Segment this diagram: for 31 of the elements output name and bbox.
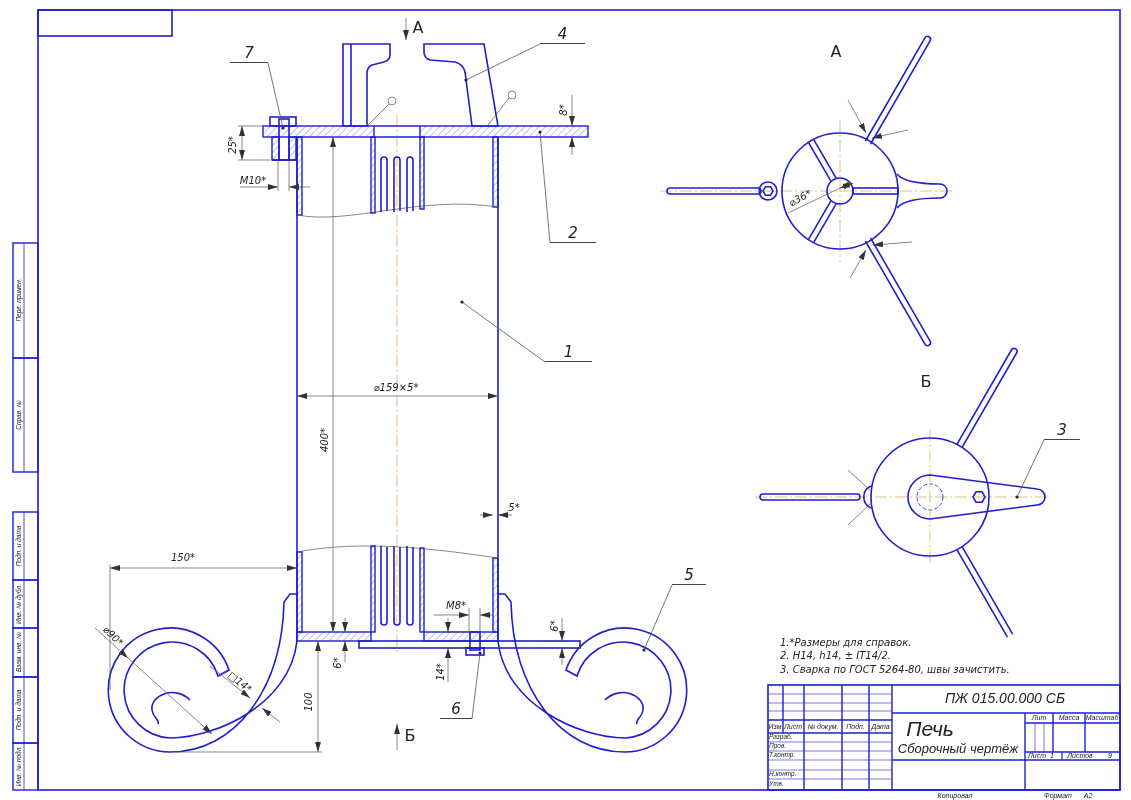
view-label: Б bbox=[920, 373, 932, 391]
callout-number: 7 bbox=[230, 44, 268, 63]
dimension-text: M8* bbox=[446, 599, 466, 611]
dimension-text: ⌀159×5* bbox=[373, 381, 419, 393]
dimension-text: 100 bbox=[302, 692, 314, 712]
callout-number: 1 bbox=[545, 343, 592, 362]
dimension-text: 150* bbox=[170, 551, 196, 563]
title-block-text: ПЖ 015.00.000 СБ bbox=[944, 691, 1066, 707]
callout-number: 2 bbox=[550, 224, 596, 243]
callout-number: 6 bbox=[440, 700, 472, 719]
note-text: 1.*Размеры для справок. bbox=[780, 636, 912, 648]
dimension-text: 6* bbox=[331, 657, 343, 669]
view-label: Б bbox=[404, 727, 416, 745]
dimension-text: ⌀36* bbox=[786, 187, 814, 209]
dimension-text: 6* bbox=[548, 620, 560, 632]
title-block-text: Печь bbox=[906, 717, 954, 741]
dimension-text: ⌀90* bbox=[100, 623, 126, 649]
callout-number: 5 bbox=[672, 566, 706, 585]
dimension-text: 8* bbox=[557, 104, 569, 116]
dimension-text: 400* bbox=[318, 427, 330, 453]
dimension-text: 25* bbox=[226, 136, 238, 154]
note-text: 2. H14, h14, ± IT14/2. bbox=[780, 649, 891, 661]
dimension-text: 14* bbox=[434, 663, 446, 681]
callout-number: 4 bbox=[540, 25, 585, 44]
dimension-text: M10* bbox=[239, 174, 267, 186]
title-block-text: Сборочный чертёж bbox=[897, 741, 1019, 757]
view-label: А bbox=[830, 43, 842, 61]
dimension-text: 5* bbox=[508, 501, 520, 513]
callout-number: 3 bbox=[1044, 421, 1080, 440]
view-label: А bbox=[412, 19, 424, 37]
note-text: 3. Сварка по ГОСТ 5264-80, швы зачистить. bbox=[780, 663, 1010, 675]
